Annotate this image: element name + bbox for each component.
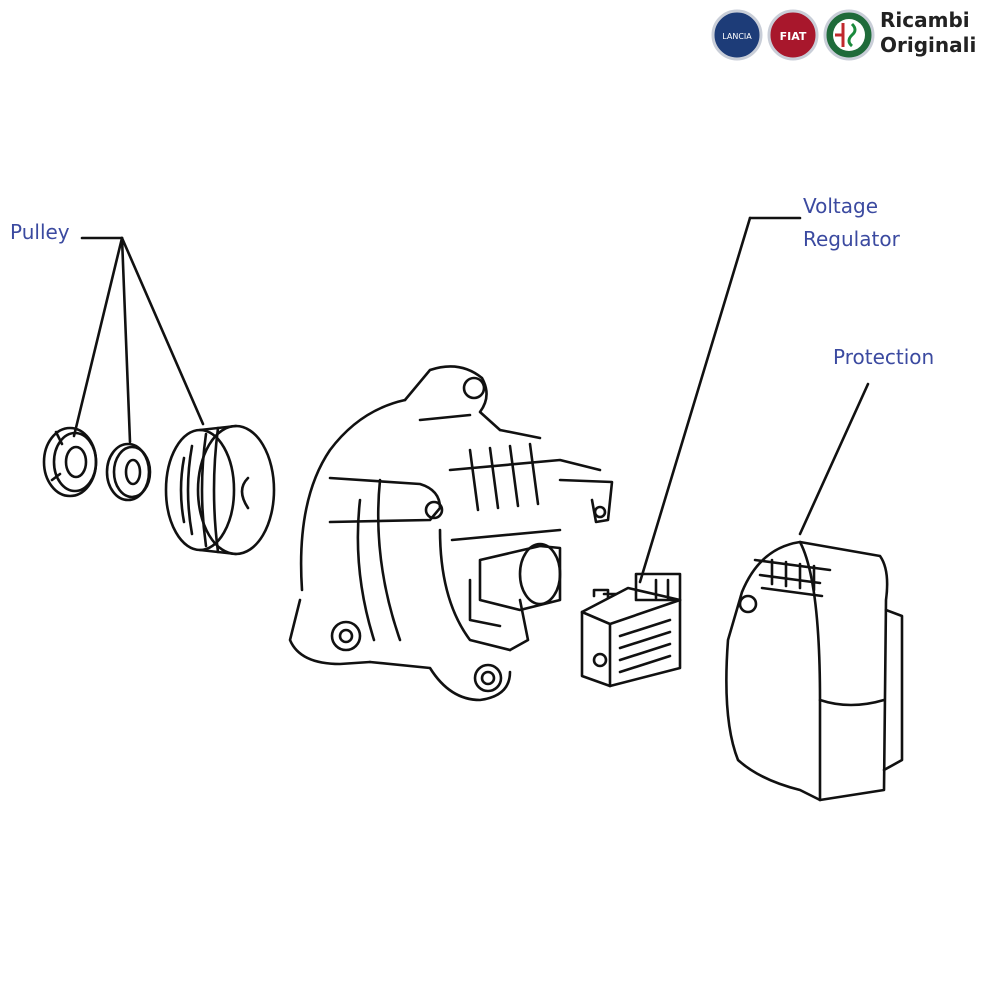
brand-title-line1: Ricambi <box>880 8 970 32</box>
fiat-badge-icon: FIAT <box>767 9 819 61</box>
alternator-part <box>288 365 614 702</box>
pulley-part <box>164 424 276 556</box>
svg-text:FIAT: FIAT <box>780 30 807 43</box>
voltage-regulator-part <box>580 572 682 688</box>
voltage-regulator-leader-line <box>638 216 802 584</box>
voltage-regulator-label-line1: Voltage <box>803 194 879 218</box>
lancia-badge-icon: LANCIA <box>711 9 763 61</box>
voltage-regulator-label-line2: Regulator <box>803 227 900 251</box>
brand-title-line2: Originali <box>880 33 977 57</box>
voltage-regulator-label: Voltage Regulator <box>803 190 900 256</box>
alfa-romeo-badge-icon <box>823 9 875 61</box>
pulley-label: Pulley <box>10 220 70 244</box>
protection-leader-line <box>798 382 870 536</box>
brand-title: Ricambi Originali <box>880 8 976 58</box>
pulley-leader-lines <box>72 236 205 444</box>
protection-label: Protection <box>833 345 935 369</box>
washer-part <box>105 442 152 502</box>
svg-text:LANCIA: LANCIA <box>722 32 752 41</box>
nut-part <box>42 426 98 498</box>
protection-cover-part <box>725 540 904 802</box>
